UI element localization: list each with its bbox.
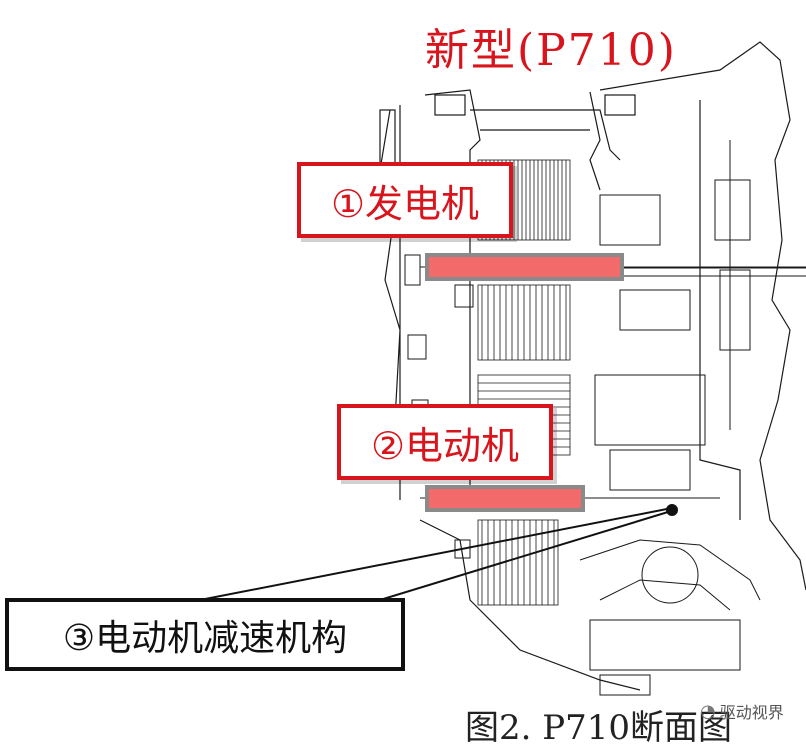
diagram-title: 新型(P710) xyxy=(425,25,677,76)
watermark-text: 驱动视界 xyxy=(719,703,784,722)
motor-label-text: ②电动机 xyxy=(370,423,520,468)
motor-label: ②电动机 xyxy=(337,404,553,480)
generator-label-text: ①发电机 xyxy=(330,181,480,226)
generator-label: ①发电机 xyxy=(297,162,513,238)
figure-caption: 图2. P710断面图 xyxy=(465,708,733,748)
reduction-label-text: ③电动机减速机构 xyxy=(62,617,348,659)
housing-outline xyxy=(599,41,806,591)
watermark: ◔ 驱动视界 xyxy=(700,699,784,723)
reduction-marker-dot xyxy=(666,504,678,516)
wechat-icon: ◔ xyxy=(700,700,716,722)
reduction-mechanism-label: ③电动机减速机构 xyxy=(5,598,405,671)
motor-shaft-highlight xyxy=(420,485,720,512)
reduction-leader-lines xyxy=(199,504,678,601)
generator-shaft-highlight xyxy=(420,253,806,281)
